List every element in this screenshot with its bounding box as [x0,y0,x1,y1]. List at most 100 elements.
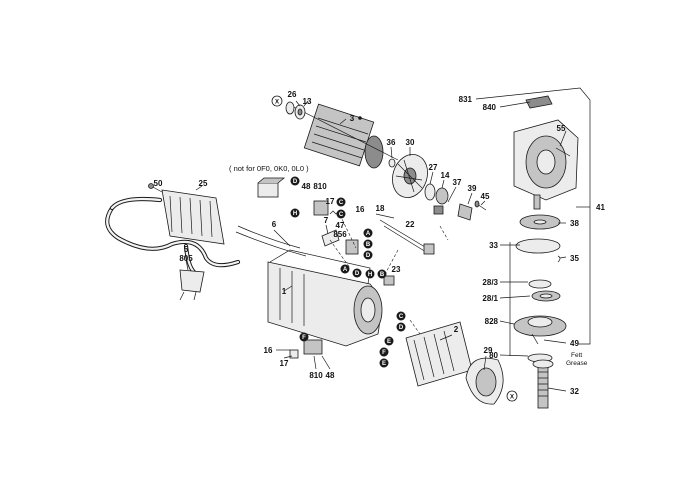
clip-35 [557,255,561,263]
label-47: 47 [336,221,345,230]
leader-lines [185,87,591,392]
label-14: 14 [441,171,450,180]
label-50: 50 [154,179,163,188]
label-23: 23 [392,265,401,274]
svg-text:E: E [382,361,386,367]
spindle-pin-41 [533,194,541,210]
label-1: 1 [282,287,287,296]
svg-text:A: A [366,231,371,237]
spindle-32 [532,359,554,409]
gear-38 [519,214,561,230]
fett-label: Fett [571,352,582,359]
cable-bundle-6 [235,225,307,257]
bearing-28-1 [531,290,561,302]
cross-symbol-2: X [510,395,514,401]
grease-label: Grease [566,360,588,367]
switch-rod-22 [379,219,435,255]
badge-a-2 [340,264,350,274]
badge-h-2 [365,269,375,279]
label-810-top: 810 [313,182,327,191]
plug-5 [179,269,205,301]
label-80: 80 [489,351,498,360]
label-17-top: 17 [326,197,335,206]
svg-text:D: D [366,253,371,259]
bearing-flange-828 [513,315,567,337]
ring-27 [424,183,436,201]
svg-text:C: C [399,314,404,320]
dot-marker [358,116,362,120]
badge-f-1 [299,332,309,342]
label-16-bottom: 16 [264,346,273,355]
brush-holder-bottom [289,339,323,359]
retaining-ring-33 [515,238,561,254]
bearing-flange-30 [392,154,428,198]
screw-49 [531,333,539,345]
label-28-3: 28/3 [482,278,498,287]
svg-text:E: E [387,339,391,345]
label-5: 5 [184,245,189,254]
label-856: 856 [333,230,347,239]
label-25: 25 [199,179,208,188]
cross-symbol: X [275,100,279,106]
svg-text:D: D [293,179,298,185]
screw-55 [555,147,571,157]
label-29: 29 [484,346,493,355]
guard-29 [465,357,504,405]
screw-45 [474,200,487,211]
pin-18 [375,213,395,219]
label-16-top: 16 [356,205,365,214]
label-33: 33 [489,241,498,250]
label-38: 38 [570,219,579,228]
label-18: 18 [376,204,385,213]
washer-36 [388,158,396,168]
label-39: 39 [468,184,477,193]
slider-7 [321,229,340,247]
gear-housing-831 [513,119,579,201]
svg-text:H: H [368,272,372,278]
switch-23 [383,275,395,286]
label-36: 36 [387,138,396,147]
label-41: 41 [596,203,605,212]
label-55: 55 [557,124,566,133]
label-831: 831 [459,95,473,104]
screw-50 [148,183,163,193]
brush-holder-top [257,177,286,198]
label-810-bottom: 810 [309,371,323,380]
switch-unit-856 [345,239,359,255]
label-27: 27 [429,163,438,172]
bearing-14 [435,187,449,205]
badge-d-3 [352,268,362,278]
label-32: 32 [570,387,579,396]
label-48-top: 48 [302,182,311,191]
badge-a-1 [363,228,373,238]
svg-text:D: D [399,325,404,331]
label-45: 45 [481,192,490,201]
badge-e-1 [384,336,394,346]
label-17-bottom: 17 [280,359,289,368]
armature-part [287,103,399,169]
badge-e-2 [379,358,389,368]
label-7: 7 [324,216,329,225]
svg-text:B: B [380,272,385,278]
badge-f-2 [379,347,389,357]
svg-text:F: F [382,350,386,356]
variant-note: ( not for 0F0, 0K0, 0L0 ) [229,164,309,173]
badge-d-4 [396,322,406,332]
ring-28-3 [528,279,552,289]
ring-26 [285,101,295,115]
badge-b-2 [377,269,387,279]
label-13: 13 [303,97,312,106]
svg-text:H: H [293,211,297,217]
part-labels: 26 13 3 36 30 27 14 37 39 45 831 840 55 … [154,90,606,396]
stator-2 [405,321,473,387]
label-35: 35 [570,254,579,263]
badge-c-1 [336,197,346,207]
label-30: 30 [406,138,415,147]
label-49: 49 [570,339,579,348]
switch-16 [313,200,329,216]
svg-text:D: D [355,271,360,277]
cross-marker-1: X [271,95,283,107]
label-2: 2 [454,325,459,334]
